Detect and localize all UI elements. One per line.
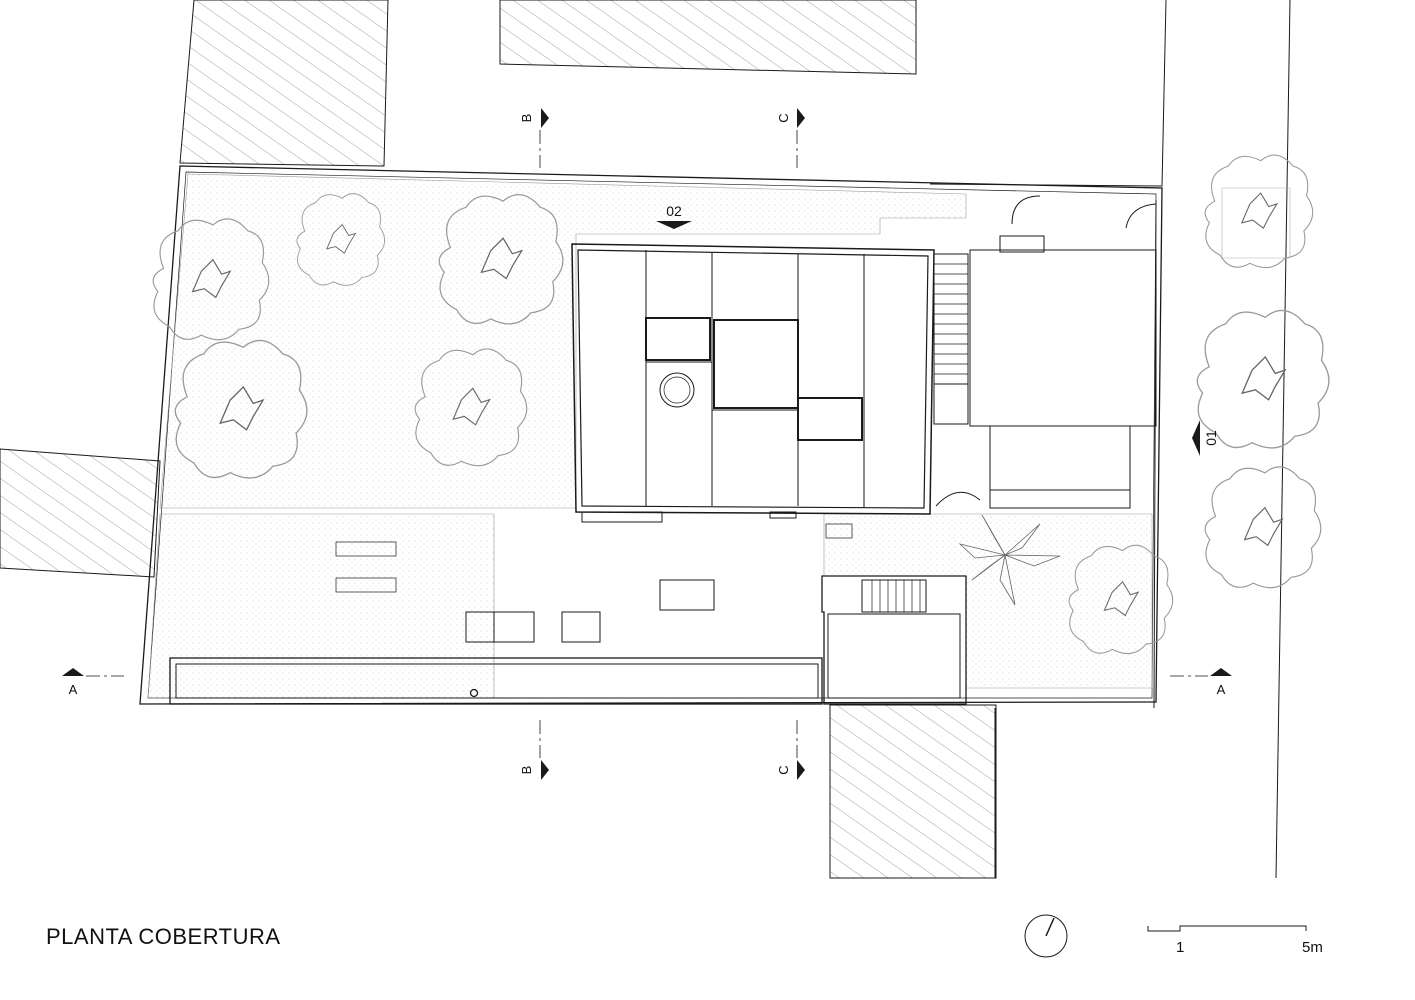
section-label-c-south: C (776, 765, 791, 774)
elevation-marker-01: 01 (1192, 420, 1219, 456)
section-marker-c-north: C (776, 108, 805, 168)
section-label-b-north: B (519, 114, 534, 123)
garden-paving (147, 173, 1291, 699)
scale-label-start: 1 (1176, 939, 1185, 956)
section-label-a-west: A (69, 682, 78, 697)
section-label-a-east: A (1217, 682, 1226, 697)
section-marker-b-north: B (519, 108, 549, 168)
section-marker-c-south: C (776, 720, 805, 780)
main-roof (571, 243, 935, 523)
palm-tree-icon (958, 514, 1061, 606)
section-label-c-north: C (776, 113, 791, 122)
elevation-marker-02: 02 (656, 203, 692, 229)
section-marker-a-east: A (1170, 668, 1232, 697)
section-marker-a-west: A (62, 668, 124, 697)
scale-bar (1147, 925, 1307, 932)
south-terrace (169, 523, 967, 705)
north-arrow-icon (1024, 914, 1068, 958)
drawing-title: PLANTA COBERTURA (46, 924, 281, 949)
elevation-label-01: 01 (1203, 430, 1219, 446)
elevation-label-02: 02 (666, 203, 682, 219)
section-label-b-south: B (519, 766, 534, 775)
scale-label-end: 5m (1302, 939, 1323, 956)
neighbor-buildings (0, 0, 997, 879)
east-volume (933, 195, 1157, 509)
section-marker-b-south: B (519, 720, 549, 780)
